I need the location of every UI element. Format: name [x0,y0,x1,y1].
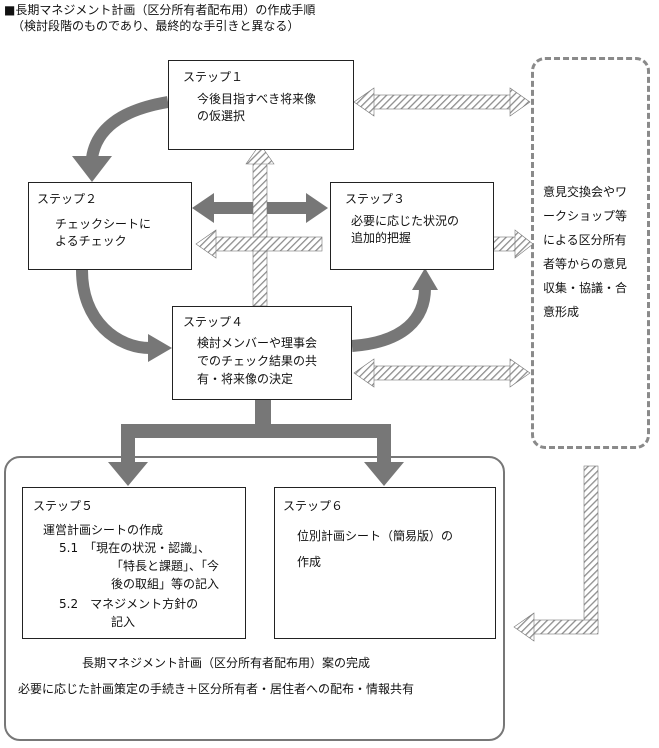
side-line6: 意形成 [543,305,580,319]
side-line4: 者等からの意見 [543,257,628,271]
step5-box: ステップ５ 運営計画シートの作成 5.1 「現在の状況・認識」、 「特長と課題」… [22,487,246,639]
step4-line1: 検討メンバーや理事会 [197,336,318,350]
step3-line1: 必要に応じた状況の [351,214,460,228]
step4-line3: 有・将来像の決定 [197,372,294,386]
step2-box: ステップ２ チェックシートに よるチェック [28,182,192,270]
step6-line1: 位別計画シート（簡易版）の [297,529,454,543]
outcome-line1: 長期マネジメント計画（区分所有者配布用）案の完成 [82,656,371,670]
step4-box: ステップ４ 検討メンバーや理事会 でのチェック結果の共 有・将来像の決定 [172,306,352,400]
step2-line2: よるチェック [55,234,127,248]
step6-title: ステップ６ [283,499,344,513]
step1-line1: 今後目指すべき将来像 [197,92,317,106]
step1-title: ステップ１ [183,70,244,84]
side-line3: による区分所有 [543,233,627,247]
step2-line1: チェックシートに [55,217,152,231]
arrow-s4-to-s3 [351,287,431,352]
step4-title: ステップ４ [183,315,244,329]
step1-box: ステップ１ 今後目指すべき将来像 の仮選択 [168,60,354,150]
step3-line2: 追加的把握 [351,231,412,245]
page-subtitle: （検討段階のものであり、最終的な手引きと異なる） [12,19,300,33]
step6-box: ステップ６ 位別計画シート（簡易版）の 作成 [274,487,496,639]
consensus-box [531,57,650,449]
step5-line6: 記入 [111,615,136,629]
arrow-s1-to-s2 [86,96,170,160]
side-line1: 意見交換会やワ [543,185,628,199]
step2-title: ステップ２ [37,192,98,206]
step4-line2: でのチェック結果の共 [197,354,318,368]
step3-title: ステップ３ [345,192,406,206]
step5-line2: 5.1 「現在の状況・認識」、 [59,541,211,555]
outcome-line2: 必要に応じた計画策定の手続き＋区分所有者・居住者への配布・情報共有 [18,682,415,696]
step5-line3: 「特長と課題」、「今 [111,559,220,573]
step1-line2: の仮選択 [197,109,246,123]
step5-title: ステップ５ [33,499,94,513]
step5-line5: 5.2 マネジメント方針の [59,597,199,611]
step5-line1: 運営計画シートの作成 [43,523,164,537]
side-line2: ークショップ等 [543,209,628,223]
step6-line2: 作成 [297,555,322,569]
step3-box: ステップ３ 必要に応じた状況の 追加的把握 [330,182,494,270]
arrow-s2-to-s4 [76,269,151,354]
page-title: ■長期マネジメント計画（区分所有者配布用）の作成手順 [4,3,316,17]
side-line5: 収集・協議・合 [543,281,628,295]
step5-line4: 後の取組」等の記入 [111,577,220,591]
